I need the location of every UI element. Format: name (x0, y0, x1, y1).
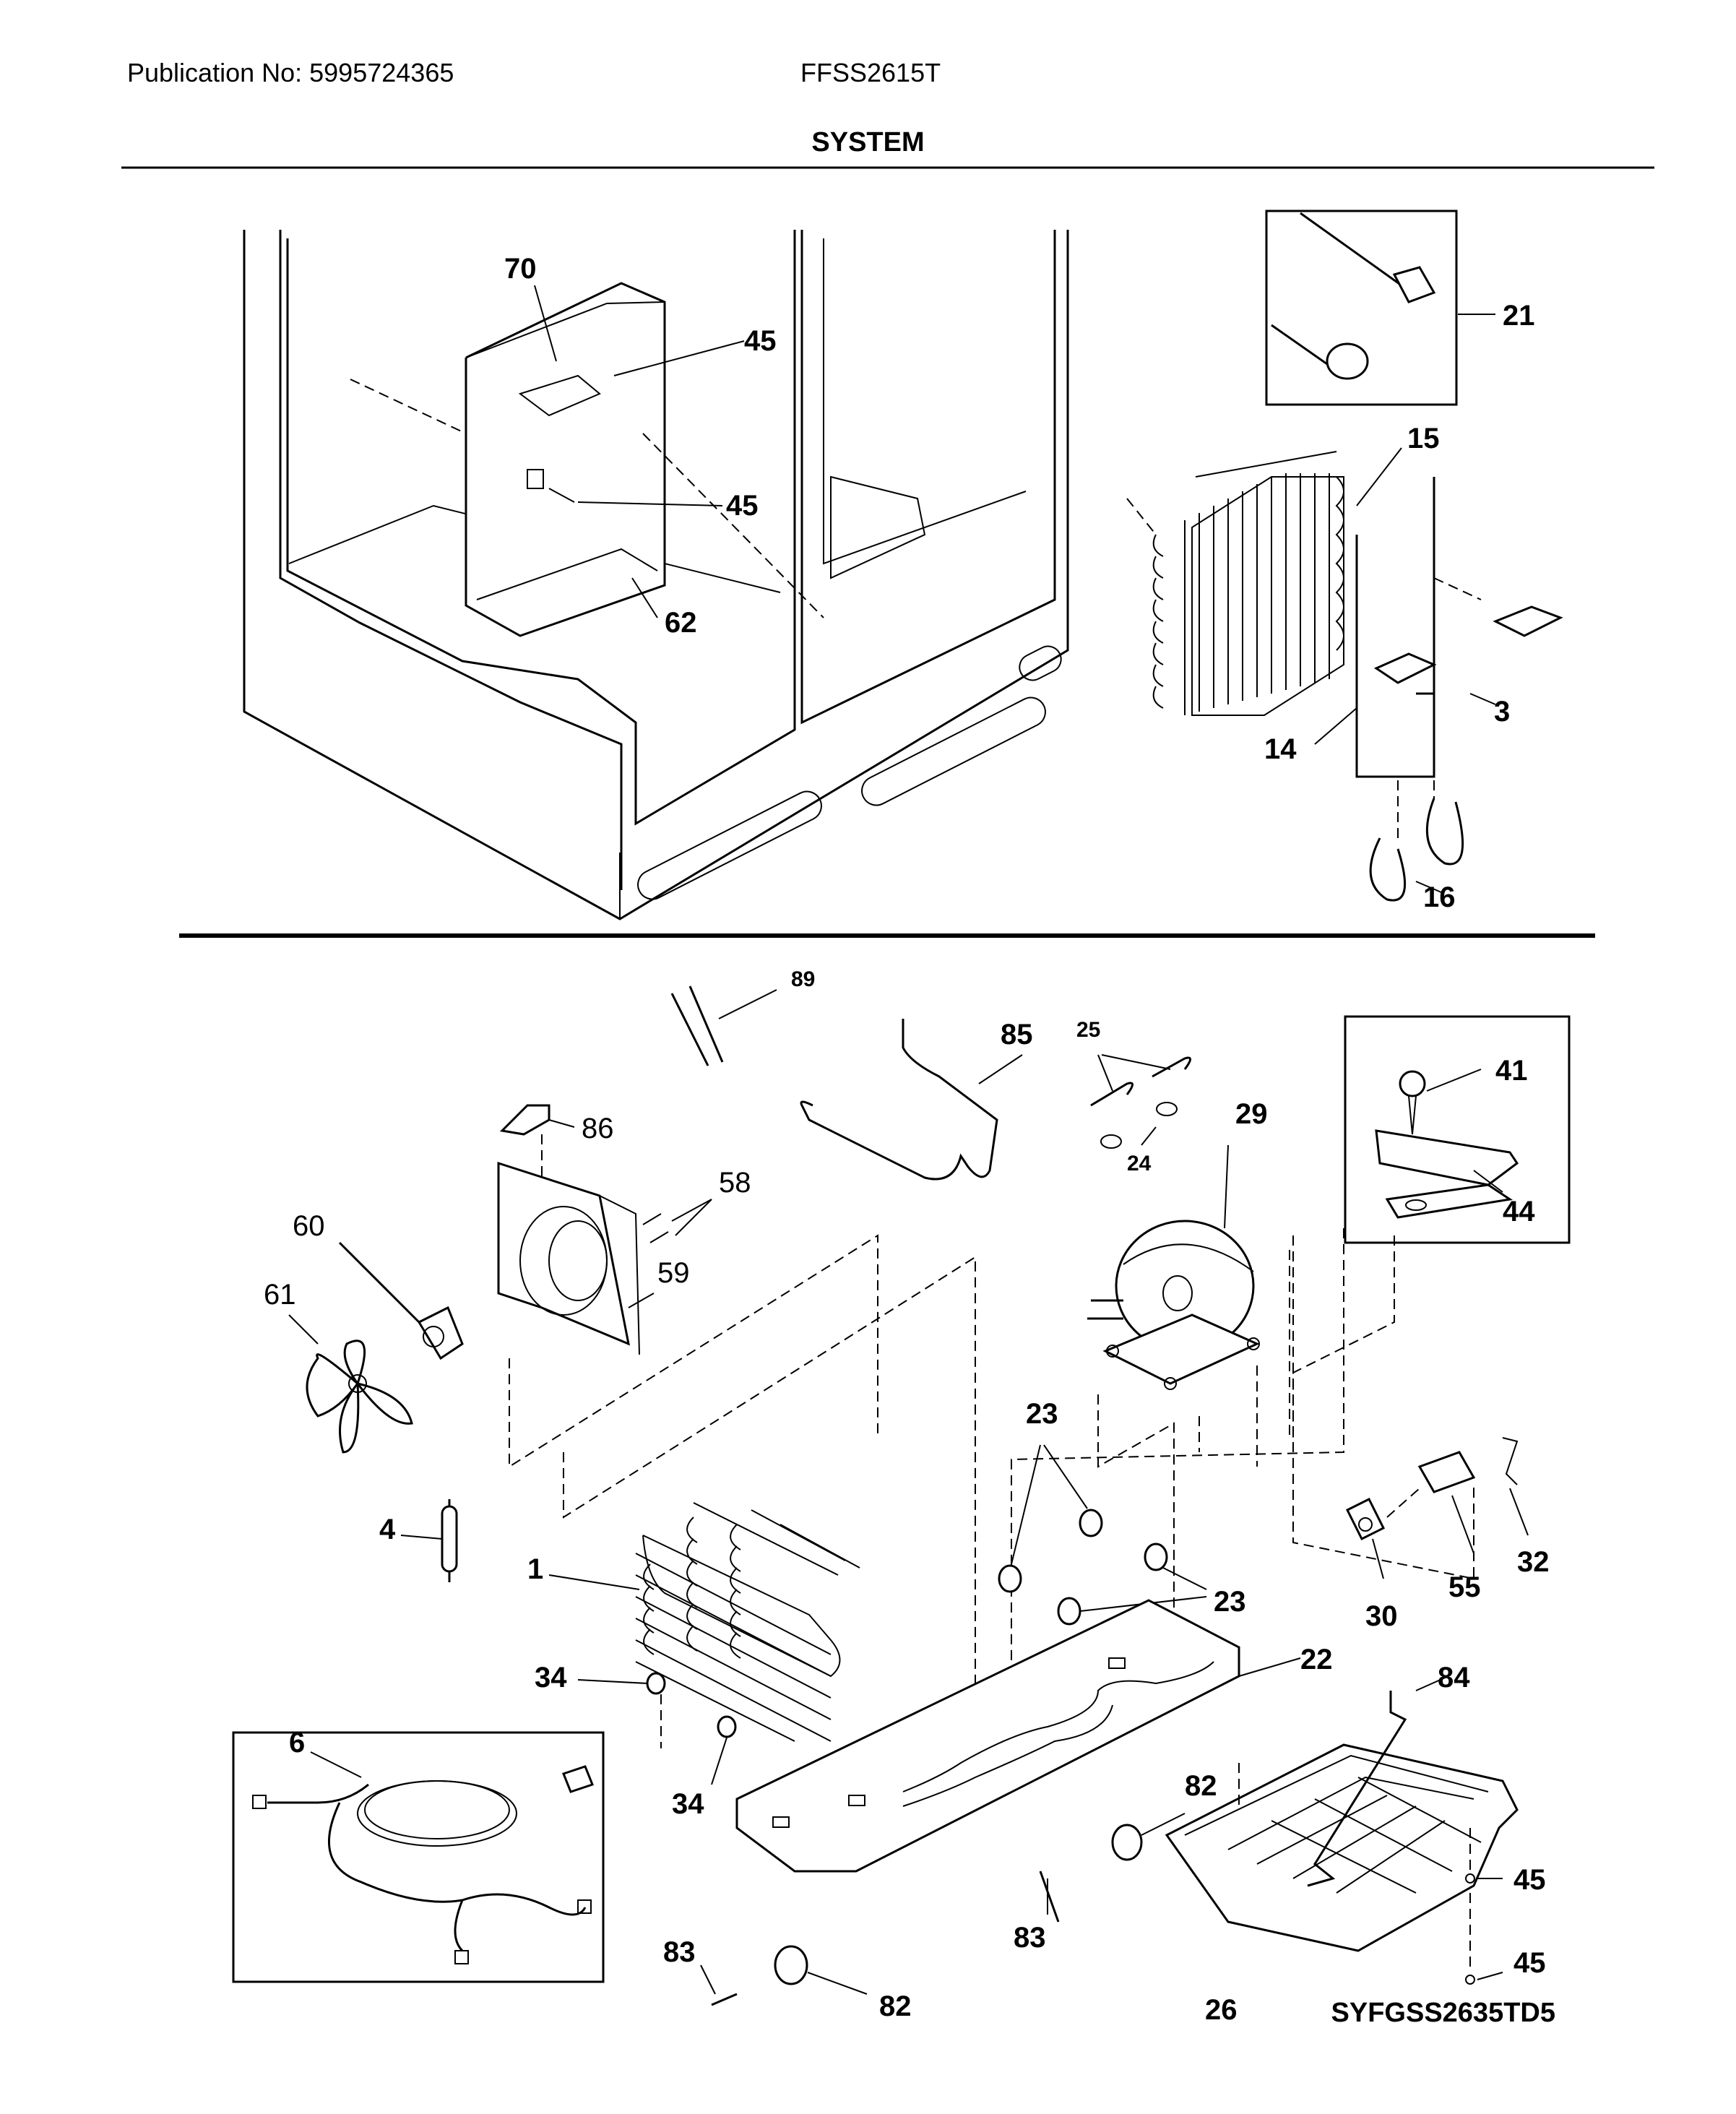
bracket-screw-icon (1375, 1070, 1519, 1219)
grommet-icon (998, 1509, 1168, 1626)
power-cord-icon (252, 1765, 594, 1964)
drain-tube-icon (1307, 1691, 1407, 1887)
clip-icon (499, 1104, 550, 1136)
wire-icon (1502, 1437, 1519, 1485)
retainer-clip-icon (1369, 780, 1464, 902)
callout-30: 30 (1365, 1600, 1398, 1632)
callout-41: 41 (1495, 1055, 1528, 1087)
callout-1: 1 (527, 1553, 543, 1585)
callout-16: 16 (1423, 881, 1456, 913)
roller-icon (646, 1672, 737, 1738)
callout-15: 15 (1407, 423, 1440, 454)
wire-harness-icon (1090, 1054, 1191, 1149)
callout-84: 84 (1438, 1662, 1470, 1694)
relay-icon (1417, 1451, 1476, 1493)
bent-tube-icon (800, 1019, 998, 1181)
condenser-tube-icon (1355, 477, 1563, 778)
diagram-code: SYFGSS2635TD5 (1331, 1998, 1555, 2028)
callout-82b: 82 (879, 1990, 912, 2022)
callout-55: 55 (1448, 1571, 1481, 1603)
callout-58: 58 (719, 1167, 751, 1199)
inset-box-6 (232, 1731, 605, 1983)
pin-icon (1039, 1871, 1060, 1923)
callout-26: 26 (1205, 1994, 1238, 2026)
callout-29: 29 (1235, 1098, 1268, 1130)
drain-pan-icon (1165, 1743, 1519, 1952)
pin-83-icon (711, 1993, 738, 2006)
callout-61: 61 (264, 1279, 296, 1311)
fan-motor-icon (417, 1306, 464, 1360)
mounting-plate-icon (735, 1599, 1240, 1873)
callout-45c: 45 (1513, 1864, 1546, 1896)
callout-86: 86 (582, 1113, 614, 1144)
callout-45d: 45 (1513, 1947, 1546, 1979)
compressor-icon (1087, 1220, 1260, 1390)
callout-83a: 83 (1014, 1922, 1046, 1954)
callout-60: 60 (293, 1210, 325, 1242)
callout-24: 24 (1127, 1152, 1152, 1175)
callouts-top: 70 45 45 62 21 15 3 14 16 (504, 253, 1535, 913)
condenser-coil-icon (1126, 451, 1344, 716)
callout-85: 85 (1001, 1019, 1033, 1050)
overload-protector-icon (1345, 1497, 1386, 1541)
inset-box-21 (1265, 210, 1458, 406)
tube-icon (670, 993, 709, 1066)
callout-62: 62 (665, 607, 697, 639)
fan-blade-icon (306, 1339, 413, 1454)
refrigerator-cabinet-icon (243, 230, 1069, 920)
roller-82-icon (774, 1824, 1143, 1985)
model-number: FFSS2615T (800, 58, 941, 87)
callout-23a: 23 (1026, 1398, 1058, 1430)
callout-21: 21 (1503, 300, 1535, 332)
callout-6: 6 (289, 1727, 305, 1759)
callout-45b: 45 (726, 490, 759, 522)
callout-59: 59 (657, 1257, 690, 1289)
callout-34b: 34 (672, 1788, 704, 1820)
fan-shroud-icon (497, 1161, 640, 1355)
shelf-bracket-icon (1271, 212, 1436, 380)
callout-22: 22 (1300, 1644, 1333, 1675)
section-title: SYSTEM (811, 127, 925, 158)
callout-45a: 45 (744, 325, 777, 357)
callout-82a: 82 (1185, 1770, 1217, 1802)
callout-44: 44 (1503, 1196, 1535, 1228)
callout-32: 32 (1517, 1546, 1550, 1578)
callout-70: 70 (504, 253, 537, 285)
condenser-coil-lower-icon (635, 1502, 860, 1742)
publication-number: Publication No: 5995724365 (127, 58, 454, 87)
inset-box-41-44 (1344, 1015, 1571, 1244)
callout-23b: 23 (1214, 1586, 1246, 1618)
drier-icon (441, 1499, 458, 1582)
callout-34a: 34 (535, 1662, 567, 1694)
drain-trough-icon (465, 282, 666, 637)
callouts-bottom: 89 85 25 24 29 41 44 86 58 60 59 61 23 2… (264, 967, 1550, 2026)
callout-89: 89 (791, 967, 815, 991)
callout-4: 4 (379, 1514, 396, 1545)
callout-3: 3 (1494, 696, 1510, 728)
callout-25: 25 (1076, 1018, 1100, 1042)
callout-14: 14 (1264, 733, 1297, 765)
callout-83b: 83 (663, 1936, 696, 1968)
